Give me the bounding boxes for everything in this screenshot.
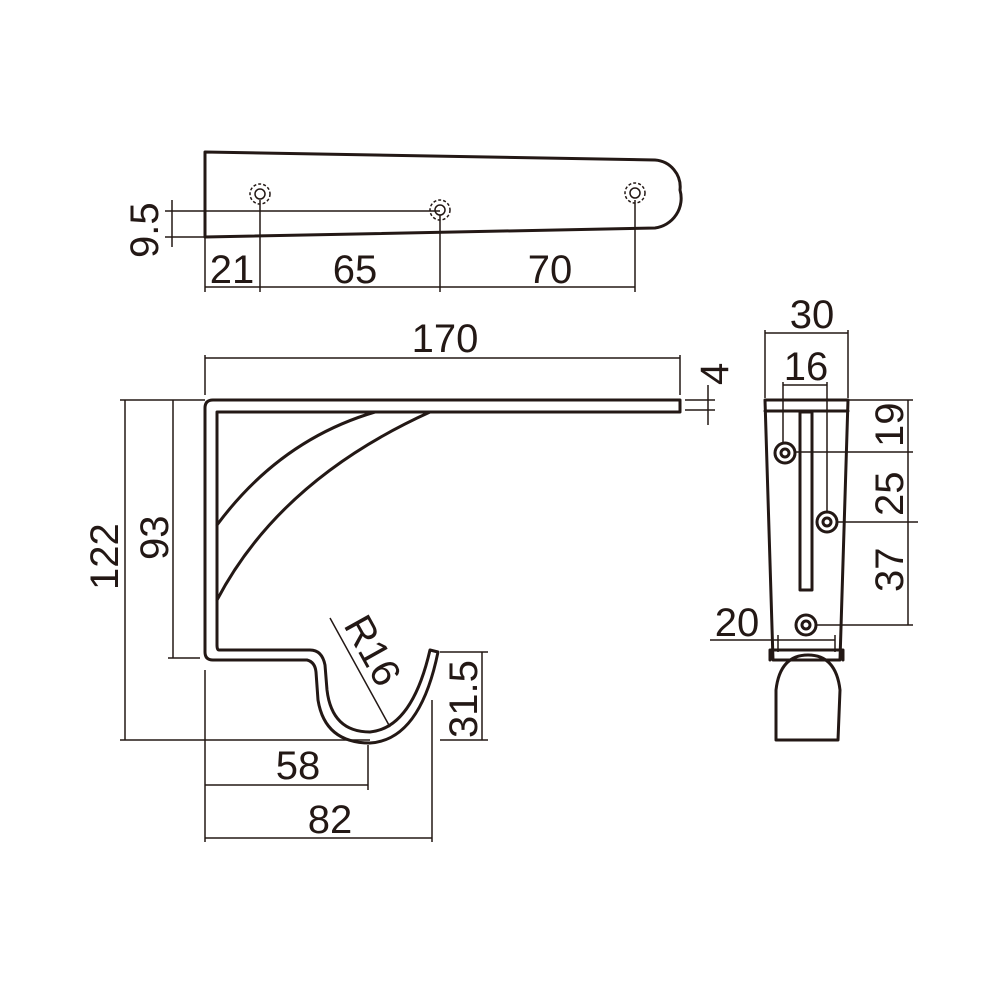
top-plate-outline — [203, 150, 683, 239]
dim-170: 170 — [412, 317, 479, 361]
mounting-hole — [815, 510, 839, 534]
dim-58: 58 — [276, 744, 321, 788]
dim-31-5: 31.5 — [442, 660, 486, 738]
dim-16: 16 — [784, 345, 829, 389]
dimension-lines — [710, 330, 918, 652]
top-view: 9.5 21 65 70 — [123, 150, 683, 292]
dim-65: 65 — [333, 248, 378, 292]
dim-82: 82 — [308, 798, 353, 842]
dimension-lines — [120, 355, 715, 842]
dim-70: 70 — [528, 248, 573, 292]
mounting-hole — [794, 613, 818, 637]
bracket-profile — [203, 398, 682, 745]
dim-21: 21 — [210, 248, 255, 292]
dim-122: 122 — [83, 523, 127, 590]
dim-4: 4 — [693, 363, 737, 385]
mounting-hole — [773, 441, 797, 465]
hook-front — [768, 648, 845, 742]
dim-20: 20 — [715, 601, 760, 645]
brace-arc — [215, 410, 432, 602]
front-view: 30 16 19 25 37 20 — [710, 293, 918, 742]
dim-93: 93 — [133, 516, 177, 561]
dim-radius: R16 — [335, 608, 409, 694]
dim-25: 25 — [868, 472, 912, 517]
dim-offset: 9.5 — [123, 202, 167, 258]
dimension-lines — [165, 200, 636, 292]
dim-37: 37 — [868, 548, 912, 593]
dim-19: 19 — [868, 403, 912, 448]
slot — [798, 410, 814, 592]
side-view: 170 4 122 93 31.5 58 82 R16 — [83, 317, 737, 842]
dim-30: 30 — [790, 293, 835, 337]
